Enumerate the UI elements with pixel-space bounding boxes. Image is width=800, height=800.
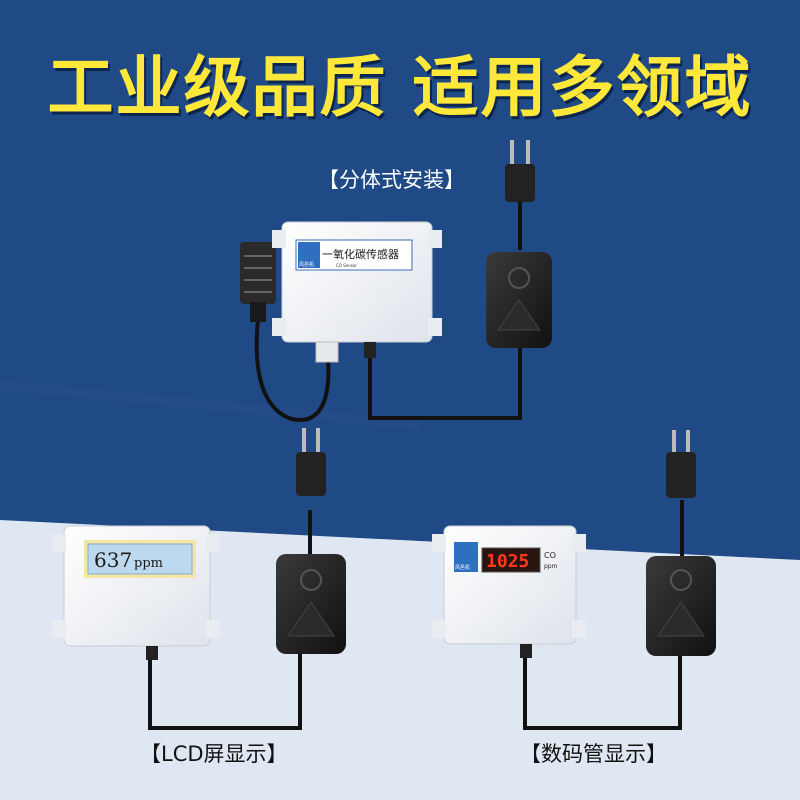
split-sensor-brand: 风邑机 xyxy=(299,261,314,268)
lcd-value: 637 xyxy=(94,548,132,572)
tube-brand: 风邑机 xyxy=(455,564,470,571)
probe-cable xyxy=(254,319,331,423)
headline: 工业级品质 适用多领域 xyxy=(47,49,753,126)
label-lcd-display: 【LCD屏显示】 xyxy=(140,742,288,766)
power-adapter-lcd xyxy=(276,554,346,654)
tube-sensor-enclosure xyxy=(432,525,586,658)
plug-icon xyxy=(296,428,326,496)
power-adapter-top xyxy=(486,252,552,348)
tube-value: 1025 xyxy=(486,551,529,572)
power-cable-top xyxy=(368,345,522,420)
lcd-sensor-group xyxy=(52,428,346,730)
power-cable-lcd xyxy=(148,640,302,730)
label-split-install: 【分体式安装】 xyxy=(318,168,465,192)
tube-unit: ppm xyxy=(544,563,558,570)
lcd-unit: ppm xyxy=(134,556,163,571)
lcd-sensor-enclosure xyxy=(52,525,220,660)
tube-sensor-group xyxy=(432,430,716,730)
split-sensor-title: 一氧化碳传感器 xyxy=(322,247,399,261)
plug-icon xyxy=(505,140,535,202)
power-cable-tube xyxy=(523,640,682,730)
tube-gas: CO xyxy=(544,551,556,560)
label-digital-tube: 【数码管显示】 xyxy=(520,742,667,766)
gas-probe xyxy=(240,242,276,322)
split-sensor-group xyxy=(240,140,552,423)
power-adapter-tube xyxy=(646,556,716,656)
plug-icon xyxy=(666,430,696,498)
split-sensor-enclosure xyxy=(272,221,442,363)
split-sensor-subtitle: CO Sensor xyxy=(336,263,357,268)
